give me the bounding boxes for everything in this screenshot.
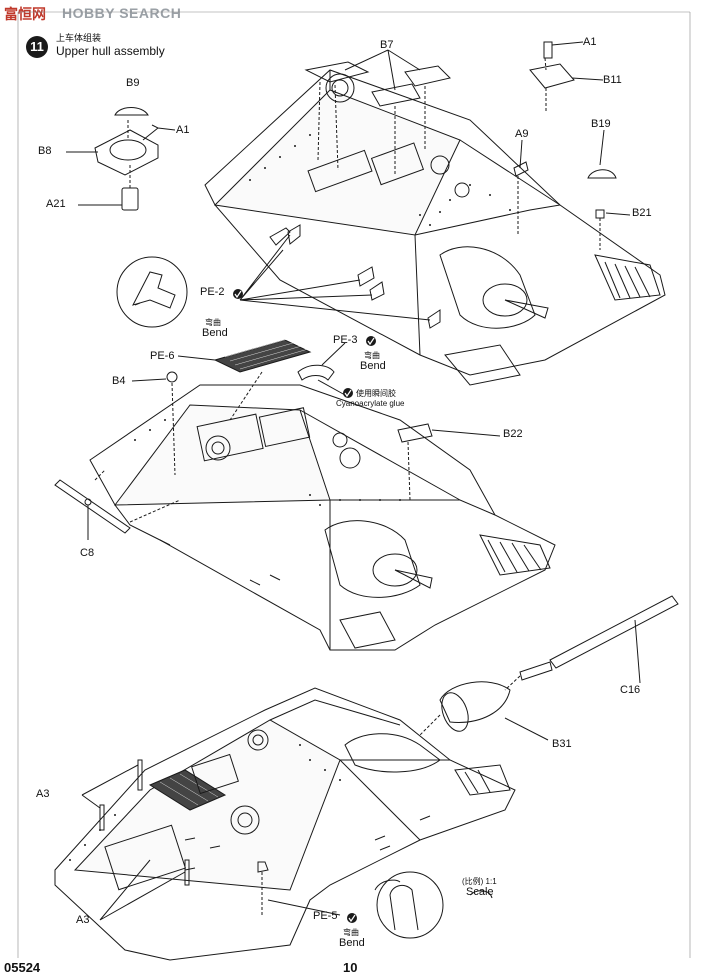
part-label-a21: A21 <box>46 198 66 210</box>
part-label-b9: B9 <box>126 77 140 89</box>
part-label-pe5: PE-5 <box>313 910 338 922</box>
glue-en: Cyanoacrylate glue <box>336 399 405 408</box>
part-label-b11: B11 <box>603 74 622 86</box>
bend-cn-pe2: 弯曲 <box>205 318 221 327</box>
part-label-b22: B22 <box>503 428 523 440</box>
part-label-pe2: PE-2 <box>200 286 225 298</box>
upper-hull-view-3 <box>54 687 516 961</box>
page-number: 10 <box>343 960 358 975</box>
part-label-b8: B8 <box>38 145 52 157</box>
bend-en-pe2: Bend <box>202 327 228 339</box>
part-label-a1-top: A1 <box>583 36 597 48</box>
part-label-pe3: PE-3 <box>333 334 358 346</box>
watermark-en: HOBBY SEARCH <box>62 5 182 21</box>
bend-icon-pe3 <box>366 336 376 346</box>
bend-icon-pe2 <box>233 289 243 299</box>
bend-cn-pe3: 弯曲 <box>364 351 380 360</box>
scale-en: Scale <box>466 886 494 898</box>
bend-en-pe3: Bend <box>360 360 386 372</box>
glue-icon-pe3 <box>343 388 353 398</box>
part-label-b21: B21 <box>632 207 652 219</box>
part-label-a3-bottom: A3 <box>76 914 90 926</box>
upper-hull-view-2 <box>89 384 556 651</box>
bend-cn-pe5: 弯曲 <box>343 928 359 937</box>
bend-icon-pe5 <box>347 913 357 923</box>
part-label-b4: B4 <box>112 375 126 387</box>
part-label-c8: C8 <box>80 547 95 559</box>
part-label-a9: A9 <box>515 128 529 140</box>
step-title-cn: 上车体组装 <box>56 33 102 43</box>
part-label-pe6: PE-6 <box>150 350 175 362</box>
scale-cn: (比例) 1:1 <box>462 877 497 886</box>
step-title-en: Upper hull assembly <box>56 44 165 58</box>
part-label-b31: B31 <box>552 738 572 750</box>
glue-cn: 使用瞬间胶 <box>356 389 396 398</box>
kit-code: 05524 <box>4 960 41 975</box>
part-label-a1-left: A1 <box>176 124 190 136</box>
bend-en-pe5: Bend <box>339 937 365 949</box>
part-label-b7: B7 <box>380 39 394 51</box>
part-label-b19: B19 <box>591 118 611 130</box>
part-label-c16: C16 <box>620 684 641 696</box>
part-label-a3-top: A3 <box>36 788 50 800</box>
upper-hull-view-1 <box>204 69 666 386</box>
watermark-cn: 富恒网 <box>4 6 46 22</box>
step-number-badge: 11 <box>26 36 48 58</box>
